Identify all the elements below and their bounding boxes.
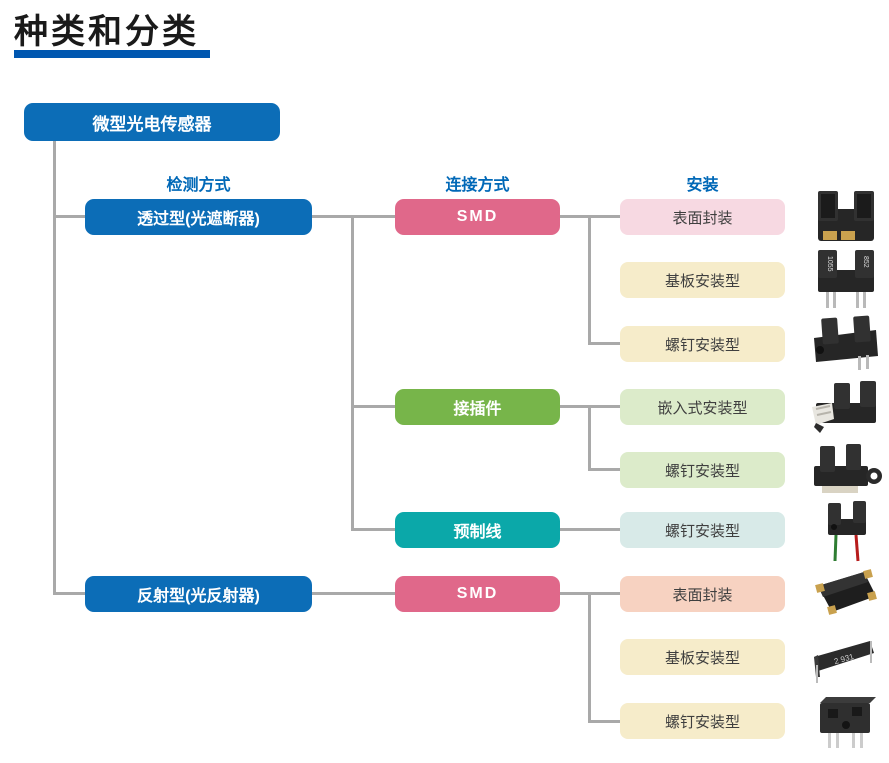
detection-node-reflective: 反射型(光反射器)	[85, 576, 312, 612]
connector-line	[588, 720, 620, 723]
connection-node-pre-wired: 预制线	[395, 512, 560, 548]
connector-line	[588, 405, 591, 471]
connector-line	[53, 141, 56, 595]
pre-wired-slot-sensor-photo	[806, 499, 886, 563]
connector-line	[53, 592, 85, 595]
product-marking-left: 1055	[826, 256, 833, 272]
mounting-node-board-mount-2: 基板安装型	[620, 639, 785, 675]
mounting-node-screw-mount-3: 螺钉安装型	[620, 512, 785, 548]
screw-mount-reflective-sensor-photo	[806, 689, 886, 753]
screw-mount-slot-sensor-photo	[806, 312, 886, 376]
screw-mount-slot-sensor-side-photo	[806, 438, 886, 502]
column-header-connection-method: 连接方式	[445, 177, 510, 194]
mounting-node-screw-mount-1: 螺钉安装型	[620, 326, 785, 362]
connection-node-smd-2: SMD	[395, 576, 560, 612]
mounting-node-screw-mount-2: 螺钉安装型	[620, 452, 785, 488]
column-header-mounting: 安装	[686, 177, 719, 194]
connector-line	[588, 468, 620, 471]
connector-slot-sensor-photo	[806, 375, 886, 439]
connector-line	[53, 215, 85, 218]
board-mount-reflective-sensor-photo: 2 931	[806, 625, 886, 689]
smd-reflective-sensor-photo	[806, 562, 886, 626]
root-node-micro-photoelectric-sensor: 微型光电传感器	[24, 103, 280, 141]
mounting-node-board-mount-1: 基板安装型	[620, 262, 785, 298]
mounting-node-surface-mount-1: 表面封装	[620, 199, 785, 235]
connector-line	[588, 215, 591, 345]
connector-line	[351, 528, 395, 531]
connector-line	[351, 405, 395, 408]
connector-line	[588, 592, 591, 723]
connection-node-connector: 接插件	[395, 389, 560, 425]
detection-node-through-beam: 透过型(光遮断器)	[85, 199, 312, 235]
connector-line	[351, 215, 354, 531]
column-header-detection-method: 检测方式	[166, 177, 231, 194]
connector-line	[312, 592, 395, 595]
mounting-node-screw-mount-4: 螺钉安装型	[620, 703, 785, 739]
mounting-node-embedded-mount: 嵌入式安装型	[620, 389, 785, 425]
connector-line	[560, 528, 620, 531]
mounting-node-surface-mount-2: 表面封装	[620, 576, 785, 612]
board-mount-slot-sensor-photo: 1055 852	[806, 248, 886, 312]
product-marking-right: 852	[862, 256, 869, 268]
connector-line	[588, 342, 620, 345]
page-title: 种类和分类	[14, 13, 199, 51]
connection-node-smd-1: SMD	[395, 199, 560, 235]
smd-slot-sensor-photo	[806, 185, 886, 249]
title-underline	[14, 50, 210, 58]
